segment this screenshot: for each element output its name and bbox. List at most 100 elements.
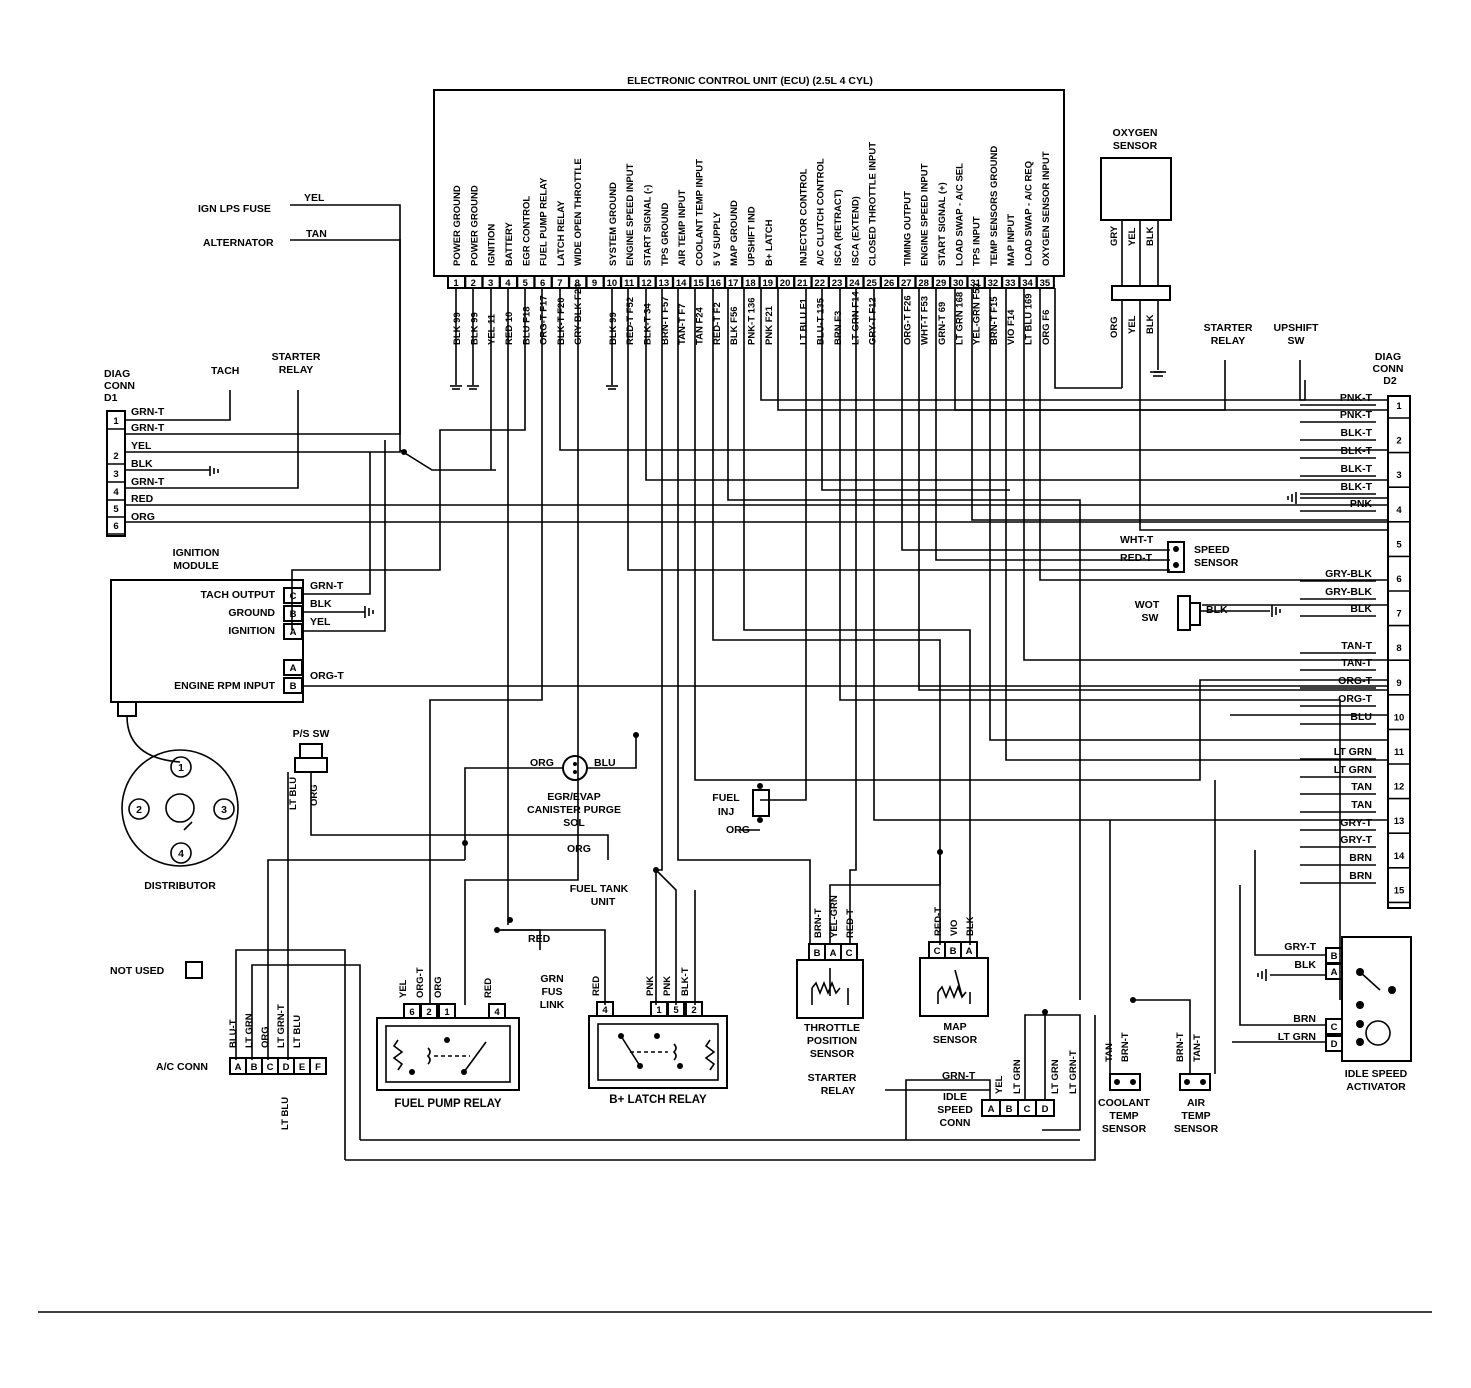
isa-pin [1325, 963, 1343, 980]
ecu-function-label: MAP GROUND [729, 200, 740, 266]
fuel-injector [752, 789, 770, 817]
ac-conn-wire-label: ORG [260, 1026, 271, 1048]
isa-box [1341, 936, 1412, 1062]
diag-d1-wire-label: RED [131, 493, 154, 505]
ecu-function-label: CLOSED THROTTLE INPUT [868, 142, 879, 266]
ecu-pin-number: 20 [780, 278, 791, 289]
fuel-pump-relay-internals [385, 1025, 511, 1083]
relay-pin-number: 1 [656, 1005, 662, 1016]
air-pin [1184, 1079, 1190, 1085]
diag-d2-wire-label: LT GRN [1334, 764, 1372, 776]
diag-d1-pin: 3 [113, 469, 118, 480]
diag-d1-wire-label: BLK [131, 458, 153, 470]
distributor [121, 715, 239, 867]
ecu-pin-number: 32 [988, 278, 999, 289]
ecu-wire-label: PNK-T 136 [746, 297, 757, 345]
ecu-pin-number: 8 [575, 278, 580, 289]
ecu-wire-label: BLK-T F20 [556, 298, 567, 346]
ecu-pin-number: 28 [918, 278, 929, 289]
relay-pin-number: 6 [409, 1007, 414, 1018]
ignition-module-row: GROUND [228, 607, 275, 619]
ecu-wire-label: ORG-T F26 [902, 295, 913, 345]
ecu-function-label: TIMING OUTPUT [902, 191, 913, 266]
map-body [919, 957, 989, 1017]
diag-d2-body [1387, 395, 1411, 909]
not-used-terminal [185, 961, 203, 979]
isc-pin-letter: B [1006, 1104, 1013, 1115]
ecu-function-label: INJECTOR CONTROL [798, 168, 809, 266]
fuel-pump-relay-label: FUEL PUMP RELAY [394, 1098, 501, 1110]
diag-d2-wire-label: ORG-T [1338, 693, 1372, 705]
ecu-function-label: MAP INPUT [1006, 214, 1017, 266]
isa-pin [1325, 1035, 1343, 1052]
sensor-wire-label: YEL-GRN [829, 895, 840, 938]
ecu-wire-label: BLK 99 [608, 312, 619, 345]
egr-pin [573, 770, 577, 774]
latch-relay-label: B+ LATCH RELAY [609, 1094, 707, 1106]
ignition-module-pin-letter: A [290, 663, 297, 674]
diag-d1-wire-label: ORG [131, 511, 155, 523]
ecu-pin-number: 19 [762, 278, 773, 289]
ecu-wire-label: LT GRN 168 [954, 292, 965, 345]
ecu-wire-label: WHT-T F53 [920, 296, 931, 345]
sensor-pin-letter: B [950, 946, 957, 957]
diag-d2-wire-label: PNK [1350, 498, 1373, 510]
diag-d2-wire-label: LT GRN [1334, 746, 1372, 758]
sensor-wire-label: RED-T [933, 907, 944, 936]
diag-d2-wire-label: GRY-BLK [1325, 586, 1372, 598]
wire-harness [125, 204, 1388, 1161]
sensor-pin-letter: C [846, 948, 853, 959]
coolant-pin [1130, 1079, 1136, 1085]
diag-d2-pin: 15 [1394, 885, 1405, 896]
ecu-function-label: WIDE OPEN THROTTLE [573, 158, 584, 266]
diag-d2-wire-label: GRY-T [1340, 817, 1372, 829]
relay-wire-label: RED [483, 978, 494, 998]
ignition-module-pin-letter: A [290, 627, 297, 638]
relay-wire-label: RED [591, 976, 602, 996]
ignition-module-row: TACH OUTPUT [201, 589, 276, 601]
isc-wire-label: YEL [994, 1075, 1005, 1094]
isa-pin-letter: B [1331, 951, 1338, 962]
ecu-wire-label: ORG-T F17 [539, 295, 550, 345]
ecu-pin-number: 16 [711, 278, 722, 289]
isc-pin-letter: A [988, 1104, 995, 1115]
ecu-pin-number: 3 [488, 278, 493, 289]
relay-wire-label: ORG-T [415, 967, 426, 998]
o2-wire-yel-2: YEL [1127, 315, 1138, 334]
ecu-pin-number: 24 [849, 278, 860, 289]
ecu-pin-number: 17 [728, 278, 739, 289]
diag-d2-wire-label: BLK-T [1341, 463, 1373, 475]
ps-sw-label: P/S SW [293, 728, 330, 740]
o2-wire-org: ORG [1109, 316, 1120, 338]
diag-d2-wire-label: TAN-T [1341, 657, 1372, 669]
ecu-function-label: BATTERY [504, 222, 515, 266]
ignition-module-pin-letter: B [290, 681, 297, 692]
ecu-pin-number: 33 [1005, 278, 1016, 289]
ecu-wire-label: RED-T F2 [712, 302, 723, 345]
ecu-wire-label: TAN F24 [694, 306, 705, 345]
ecu-function-label: B+ LATCH [764, 219, 775, 266]
diag-d1-body [106, 410, 126, 537]
ecu-pin-number: 31 [970, 278, 981, 289]
relay-wire-label: PNK [662, 976, 673, 996]
ecu-pin-number: 18 [745, 278, 756, 289]
diag-d1-wire-label: GRN-T [131, 422, 165, 434]
ecu-pin-number: 34 [1022, 278, 1033, 289]
dist-terminal-2: 2 [136, 804, 142, 816]
diag-d2-wires: PNK-TPNK-TBLK-TBLK-TBLK-TBLK-TPNKGRY-BLK… [1300, 392, 1376, 884]
diag-d2-wire-label: BLK [1350, 603, 1372, 615]
isc-wire-label: LT GRN-T [1068, 1050, 1079, 1094]
isa-internals [1356, 968, 1396, 1046]
ecu-pin-number: 6 [540, 278, 545, 289]
relay-wire-label: BLK-T [680, 967, 691, 996]
